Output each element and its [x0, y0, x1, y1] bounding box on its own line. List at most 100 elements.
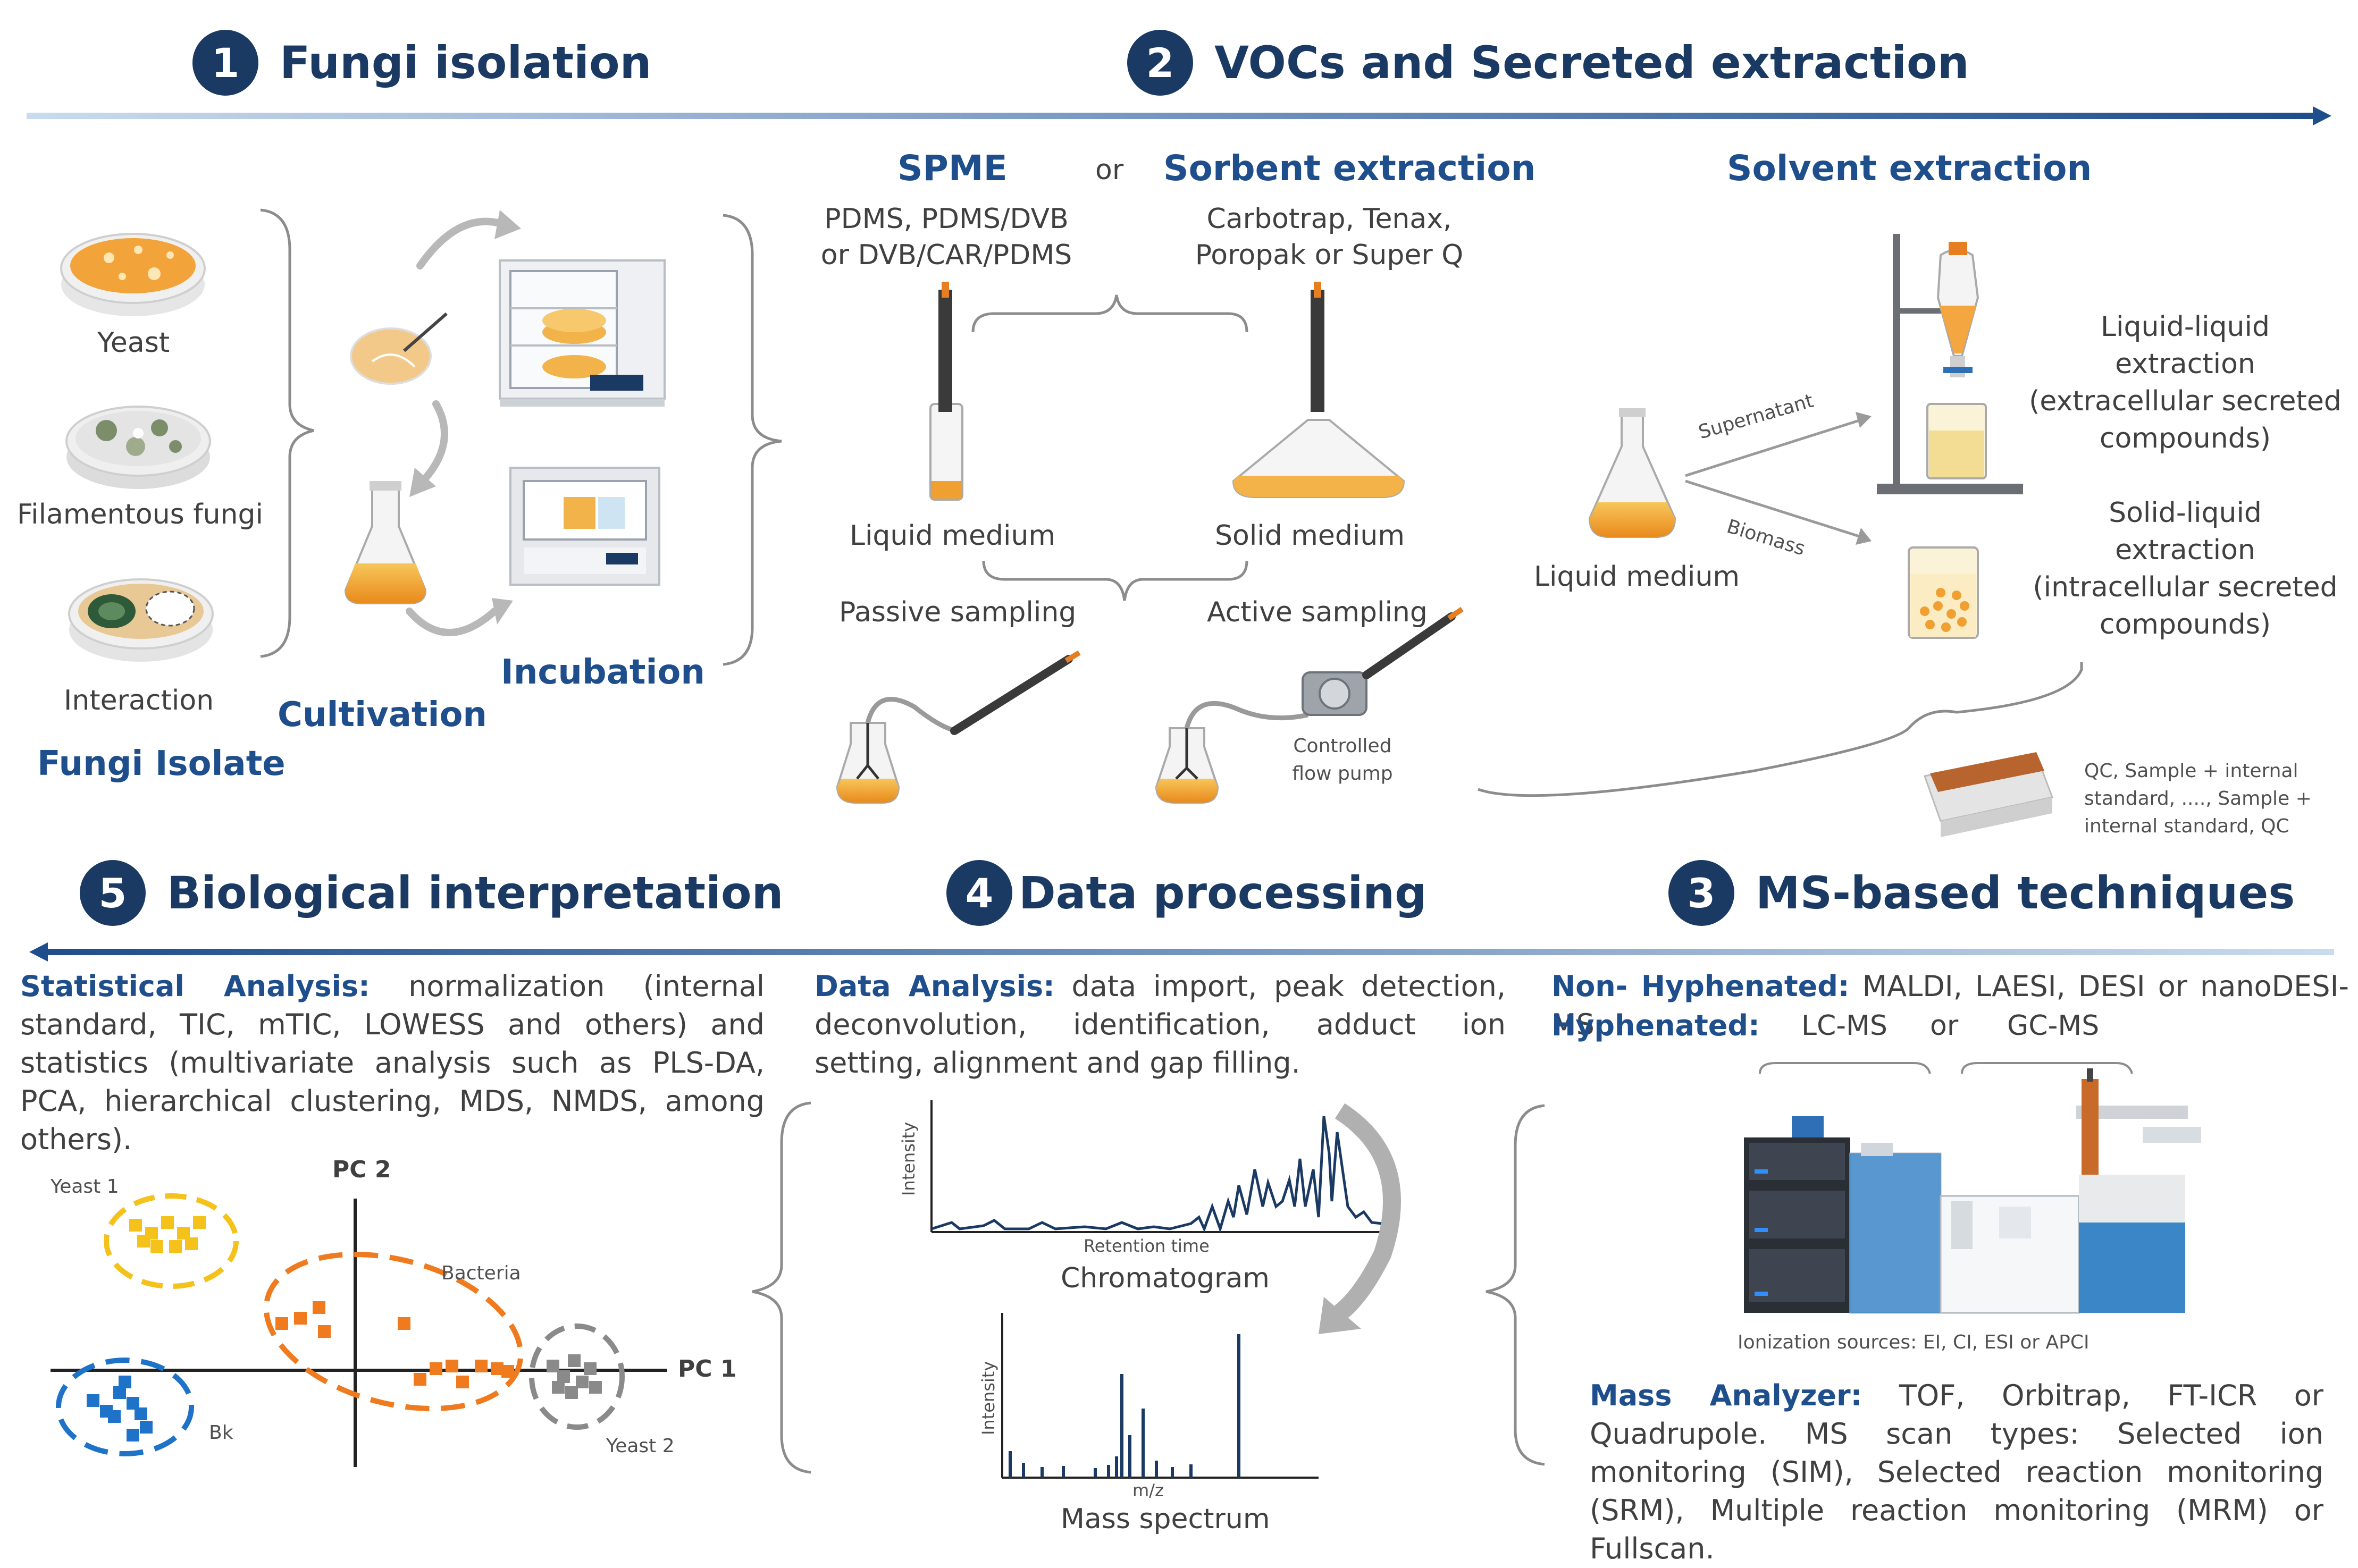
yeast1-point [161, 1216, 174, 1229]
spme-fibers-line-1: PDMS, PDMS/DVB [824, 203, 1069, 235]
label-sle-line-3: (intracellular secreted [2033, 571, 2338, 603]
bracket-gcms [1961, 1062, 2133, 1074]
bk-point [135, 1407, 147, 1420]
mass-spectrum-ylabel: Intensity [978, 1361, 998, 1435]
step-1-label: Fungi isolation [280, 37, 652, 89]
label-lle-line-1: Liquid-liquid [2101, 311, 2270, 343]
label-or-extraction: or [1095, 154, 1124, 186]
label-filamentous: Filamentous fungi [17, 499, 263, 530]
label-ms-or: or [1930, 1010, 1959, 1042]
step-number-3: 3 [1668, 860, 1734, 926]
ms-analyzer-title: Mass Analyzer: [1590, 1379, 1862, 1412]
pca-label-bacteria: Bacteria [441, 1262, 521, 1284]
sample-tray-icon [1924, 752, 2054, 837]
cultivation-flask-icon [344, 481, 427, 604]
label-cultivation: Cultivation [278, 695, 487, 735]
label-gcms: GC-MS [2007, 1010, 2100, 1042]
label-solvent-medium: Liquid medium [1534, 561, 1740, 593]
timeline-arrow-top [27, 106, 2331, 125]
ms-scan-text: MS scan types: Selected ion monitoring (… [1590, 1417, 2323, 1565]
label-queue-line-3: internal standard, QC [2084, 815, 2289, 837]
separatory-funnel-icon [1877, 234, 2023, 494]
heading-solvent: Solvent extraction [1727, 148, 2092, 189]
bacteria-point [318, 1325, 331, 1338]
heading-sorbent: Sorbent extraction [1163, 148, 1536, 189]
chromatogram-plot [930, 1100, 1383, 1234]
bacteria-point [475, 1360, 488, 1372]
bacteria-point [414, 1373, 426, 1386]
spme-fibers: PDMS, PDMS/DVB or DVB/CAR/PDMS [813, 201, 1079, 273]
label-active-sampling: Active sampling [1207, 596, 1428, 628]
step-3-label: MS-based techniques [1756, 867, 2295, 919]
label-solid-medium: Solid medium [1215, 520, 1405, 552]
sorbent-sampler-icon [1232, 282, 1405, 498]
label-interaction: Interaction [64, 685, 214, 716]
ms-nonhyph-text: MALDI, LAESI, DESI or nanoDESI-MS [1551, 970, 2349, 1041]
label-queue-line-1: QC, Sample + internal [2084, 760, 2298, 782]
heading-spme: SPME [897, 148, 1008, 189]
bk-point [119, 1376, 131, 1388]
bracket-isolate [260, 208, 314, 658]
step-number-5: 5 [80, 860, 146, 926]
flow-arrow-icon [1319, 1103, 1401, 1334]
passive-sampling-icon [836, 650, 1081, 804]
split-arrows [1685, 412, 1872, 545]
pca-label-pc2: PC 2 [332, 1156, 391, 1183]
step-4-label: Data processing [1019, 867, 1427, 919]
label-lcms: LC-MS [1801, 1010, 1887, 1042]
petri-interaction-icon [68, 578, 214, 662]
ms-hyph-title: Hyphenated: [1551, 1009, 1760, 1042]
label-sle-line-4: compounds) [2099, 609, 2271, 640]
label-lle-line-2: extraction [2115, 348, 2255, 380]
bacteria-point [446, 1360, 458, 1372]
pca-label-pc1: PC 1 [678, 1355, 737, 1382]
timeline-arrow-bottom [29, 942, 2334, 962]
label-liquid-medium: Liquid medium [850, 520, 1056, 552]
stats-text: normalization (internal standard, TIC, m… [20, 970, 765, 1156]
data-analysis-paragraph: Data Analysis: data import, peak detecti… [815, 967, 1506, 1082]
bacteria-point [456, 1376, 469, 1388]
cycle-arrows-icon [406, 217, 504, 636]
step-1-title: 1 Fungi isolation [192, 30, 651, 96]
cultivation-petri-icon [350, 312, 448, 385]
sorbent-types-line-1: Carbotrap, Tenax, [1206, 203, 1452, 235]
active-sampling-icon [1155, 606, 1464, 804]
yeast1-point [169, 1240, 182, 1253]
label-pump: Controlled flow pump [1276, 732, 1409, 788]
mass-spectrum-plot [1001, 1313, 1319, 1479]
yeast2-point [589, 1381, 602, 1394]
ms-nonhyph-title: Non- Hyphenated: [1551, 970, 1850, 1003]
label-passive-sampling: Passive sampling [839, 596, 1077, 628]
label-yeast: Yeast [97, 327, 170, 359]
step-5-label: Biological interpretation [167, 867, 784, 919]
bracket-ms-left [1486, 1104, 1545, 1466]
label-pump-line-1: Controlled [1293, 735, 1392, 757]
ms-analyzer-text: TOF, Orbitrap, FT-ICR or Quadrupole. [1590, 1379, 2323, 1451]
label-mass-spectrum: Mass spectrum [1061, 1503, 1270, 1535]
chromatogram-ylabel: Intensity [899, 1122, 919, 1196]
bacteria-point [313, 1301, 325, 1314]
label-lle-line-3: (extracellular secreted [2029, 385, 2342, 417]
label-chromatogram: Chromatogram [1061, 1262, 1270, 1294]
bracket-spme-sorbent [971, 294, 1248, 333]
data-analysis-title: Data Analysis: [815, 970, 1055, 1003]
label-sample-queue: QC, Sample + internal standard, ...., Sa… [2084, 757, 2312, 840]
bacteria-point [398, 1317, 410, 1330]
sorbent-types: Carbotrap, Tenax, Poropak or Super Q [1186, 201, 1473, 273]
yeast1-point [150, 1240, 163, 1253]
bk-point [140, 1421, 153, 1434]
bacteria-point [501, 1365, 514, 1378]
bk-point [87, 1394, 99, 1407]
pca-label-yeast1: Yeast 1 [51, 1176, 119, 1198]
yeast2-point [568, 1354, 581, 1367]
label-fungi-isolate: Fungi Isolate [37, 744, 286, 783]
bracket-sampling [982, 560, 1248, 601]
chromatogram-xlabel: Retention time [1084, 1236, 1210, 1256]
pca-label-bk: Bk [209, 1422, 233, 1444]
sorbent-types-line-2: Poropak or Super Q [1195, 239, 1464, 271]
bacteria-point [430, 1362, 442, 1375]
bacteria-point [294, 1312, 307, 1325]
incubator-icon [499, 259, 666, 407]
step-number-1: 1 [192, 30, 258, 96]
